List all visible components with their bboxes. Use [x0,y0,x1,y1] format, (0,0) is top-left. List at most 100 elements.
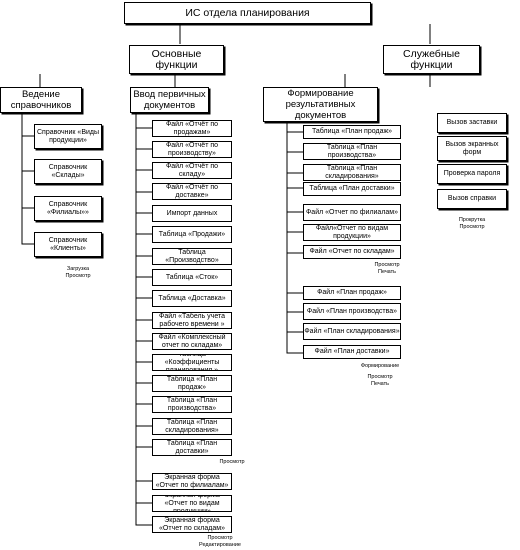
service-item: Вызов заставки [437,113,507,133]
result-item: Файл «Отчет по филиалам» [303,204,401,221]
directory-item-label: Справочник «Клиенты» [48,236,88,252]
input-item: Таблица «Сток» [152,269,232,286]
service-functions-box: Служебные функции [383,45,480,74]
result-item: Файл «План продаж» [303,286,401,300]
input-header: Ввод первичных документов [130,87,209,113]
results-group1-actions: Просмотр Печать [362,262,412,276]
input-item-label: Таблица «План продаж» [166,375,218,391]
directory-item: Справочник «Филиалы»» [34,196,102,221]
input-item: Таблица «План производства» [152,396,232,413]
result-item-label: Таблица «План складирования» [325,164,379,180]
input-item-label: Файл «Отчёт по продажам» [165,120,219,136]
input-item-label: Файл «Отчёт по производству» [165,141,219,157]
result-item-label: Файл «Отчет по филиалам» [305,208,399,216]
input-item: Файл «Комплексный отчет по складам» [152,333,232,350]
input-item: Таблица «Коэффициенты планирования » [152,354,232,371]
results-group2-actions: Формирование Просмотр Печать [350,363,410,388]
action-label: Печать [377,269,397,275]
action-label: Прокрутка [458,217,486,223]
result-item: Таблица «План продаж» [303,125,401,139]
input-item-label: Таблица «Продажи» [158,230,226,238]
result-item-label: Файл «План складирования» [304,327,400,335]
service-item: Вызов экранных форм [437,136,507,161]
input-item-label: Таблица «План производства» [166,396,218,412]
main-functions-box: Основные функции [129,45,224,74]
input-item-label: Экранная форма «Отчет по филиалам» [155,473,229,489]
result-item: Таблица «План доставки» [303,182,401,196]
input-item: Экранная форма «Отчет по филиалам» [152,473,232,490]
result-item-label: Таблица «План производства» [326,143,378,159]
action-label: Просмотр [207,535,233,541]
directory-item: Справочник «Клиенты» [34,232,102,257]
input-item: Экранная форма «Отчет по видам продукции… [152,495,232,512]
system-title: ИС отдела планирования [124,2,371,24]
input-item-label: Файл «Отчёт по складу» [165,162,219,178]
directory-item: Справочник «Склады» [34,159,102,184]
results-header: Формирование результативных документов [263,87,378,122]
input-item: Файл «Отчёт по складу» [152,162,232,179]
system-title-text: ИС отдела планирования [185,6,310,19]
input-extra-action: Просмотр [212,459,252,466]
result-item: Файл«Отчет по видам продукции» [303,224,401,241]
action-label: Просмотр [459,224,485,230]
input-screens-actions: Просмотр Редактирование [190,535,250,549]
input-item-label: Экранная форма «Отчет по складам» [159,516,225,532]
service-item-label: Проверка пароля [443,170,501,177]
input-item: Файл «Табель учета рабочего времени » [152,312,232,329]
directory-item-label: Справочник «Филиалы»» [47,200,89,216]
input-item: Файл «Отчёт по продажам» [152,120,232,137]
service-item-label: Вызов экранных форм [445,140,499,156]
action-label: Просмотр [65,273,91,279]
input-item-label: Экранная форма «Отчет по видам продукции… [164,495,220,512]
action-label: Формирование [360,363,400,369]
result-item: Таблица «План складирования» [303,164,401,181]
action-label: Просмотр [374,262,400,268]
directory-item-label: Справочник «Виды продукции» [36,128,100,144]
input-item-label: Файл «Комплексный отчет по складам» [158,333,226,349]
input-item: Таблица «План складирования» [152,418,232,435]
result-item-label: Файл«Отчет по видам продукции» [315,224,389,240]
input-item-label: Таблица «Доставка» [158,294,226,302]
input-item: Таблица «Продажи» [152,226,232,243]
service-item-label: Вызов заставки [446,119,498,126]
input-item: Файл «Отчёт по производству» [152,141,232,158]
input-item: Экранная форма «Отчет по складам» [152,516,232,533]
service-actions: Прокрутка Просмотр [452,217,492,231]
result-item-label: Файл «План доставки» [314,348,390,355]
result-item-label: Таблица «План доставки» [309,185,395,192]
service-functions-label: Служебные функции [402,47,461,71]
input-item-label: Таблица «План складирования» [165,418,219,434]
directory-item-label: Справочник «Склады» [48,163,88,179]
directories-header: Ведение справочников [0,87,82,113]
directory-item: Справочник «Виды продукции» [34,124,102,149]
input-item: Файл «Отчёт по доставке» [152,183,232,200]
main-functions-label: Основные функции [151,47,202,71]
input-item: Импорт данных [152,205,232,222]
action-label: Просмотр [367,374,393,380]
action-label: Просмотр [219,459,245,465]
results-header-label: Формирование результативных документов [285,88,356,121]
input-item: Таблица «Производство» [152,248,232,265]
result-item: Файл «Отчет по складам» [303,245,401,259]
input-item-label: Таблица «План доставки» [166,439,218,455]
input-item: Таблица «Доставка» [152,290,232,307]
input-item-label: Таблица «Коэффициенты планирования » [164,354,220,371]
action-label: Редактирование [199,542,241,548]
result-item-label: Таблица «План продаж» [311,128,393,135]
input-item-label: Файл «Табель учета рабочего времени » [159,312,225,328]
input-item-label: Таблица «Сток» [165,273,219,281]
action-label: Печать [370,381,390,387]
result-item-label: Файл «План продаж» [317,289,387,296]
result-item-label: Файл «План производства» [306,307,398,315]
directories-header-label: Ведение справочников [10,89,72,111]
input-item: Таблица «План доставки» [152,439,232,456]
action-label: Загрузка [66,266,90,272]
service-item-label: Вызов справки [447,195,497,202]
service-item: Проверка пароля [437,164,507,184]
result-item-label: Файл «Отчет по складам» [309,248,395,255]
directories-actions: Загрузка Просмотр [58,266,98,280]
input-item-label: Файл «Отчёт по доставке» [165,183,219,199]
service-item: Вызов справки [437,189,507,209]
input-item: Таблица «План продаж» [152,375,232,392]
